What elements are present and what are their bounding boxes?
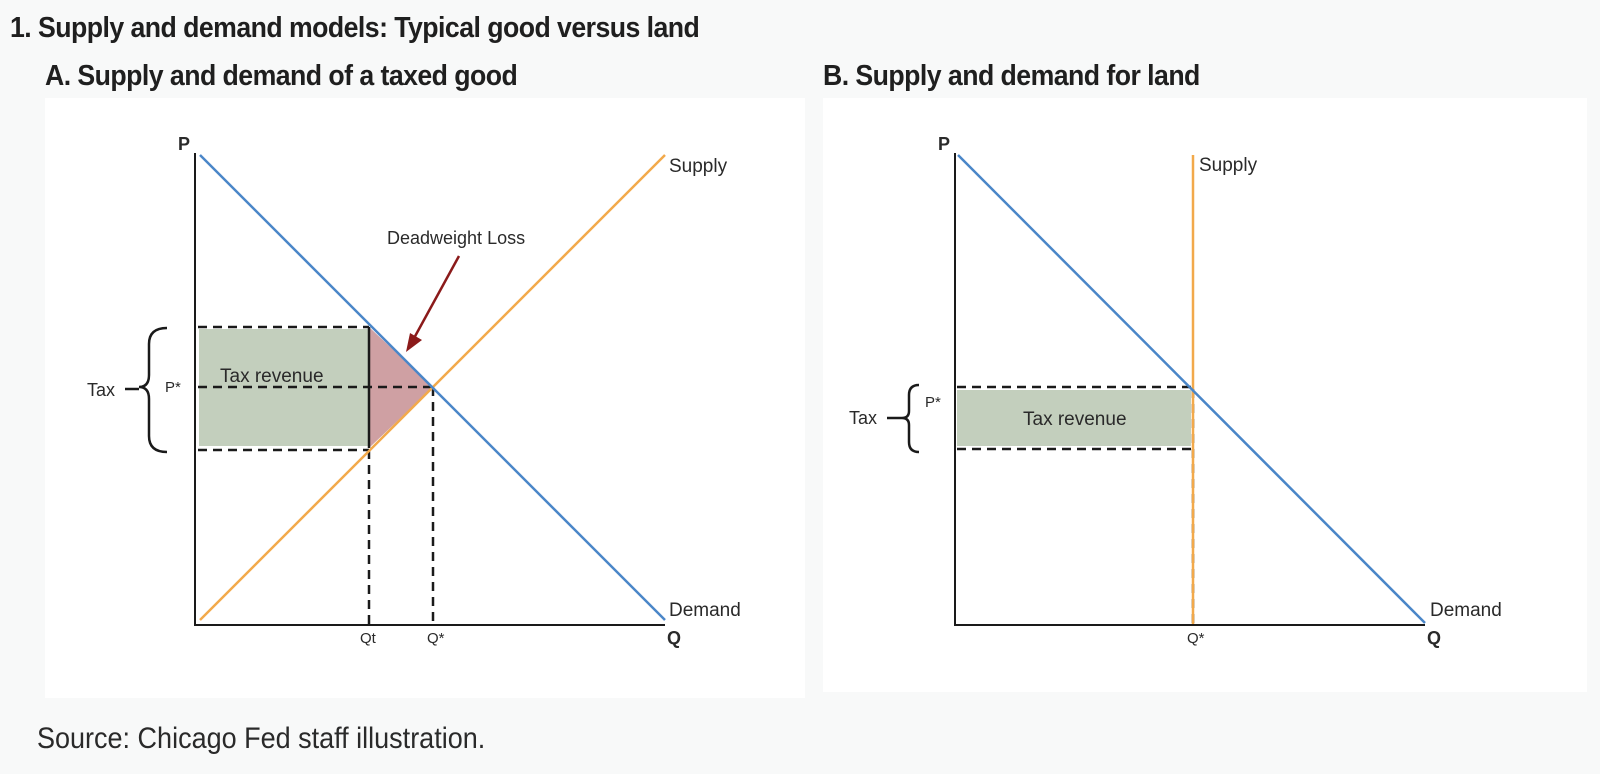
tax-label: Tax	[849, 408, 877, 428]
tax-revenue-area	[198, 329, 369, 446]
demand-label: Demand	[1430, 600, 1502, 621]
q-star-label: Q*	[427, 630, 445, 647]
demand-label: Demand	[669, 600, 741, 621]
p-star-label: P*	[165, 379, 181, 396]
tax-brace	[901, 383, 920, 454]
supply-label: Supply	[669, 156, 728, 177]
tax-brace	[138, 326, 168, 454]
p-star-label: P*	[925, 394, 941, 411]
panel-b-diagram: P Q Supply Demand Tax revenue Tax P* Q*	[823, 98, 1587, 692]
supply-label: Supply	[1199, 155, 1258, 176]
panel-b-title: B. Supply and demand for land	[823, 60, 1200, 92]
deadweight-arrow	[411, 255, 461, 341]
y-axis-label: P	[178, 134, 190, 154]
y-axis-label: P	[938, 134, 950, 154]
source-note: Source: Chicago Fed staff illustration.	[37, 722, 486, 755]
demand-curve	[957, 154, 1426, 624]
tax-revenue-label: Tax revenue	[1023, 409, 1127, 430]
tax-revenue-label: Tax revenue	[220, 366, 324, 387]
tax-revenue-area	[957, 390, 1191, 446]
panel-a-diagram: P Q Supply Demand Deadweight Loss Tax re…	[45, 98, 805, 698]
figure-title: 1. Supply and demand models: Typical goo…	[10, 12, 700, 44]
deadweight-arrowhead	[406, 333, 422, 352]
panel-b-svg: P Q Supply Demand Tax revenue Tax P* Q*	[849, 134, 1502, 648]
x-axis-label: Q	[667, 628, 681, 648]
demand-curve	[199, 154, 666, 621]
x-axis-label: Q	[1427, 628, 1441, 648]
panel-a-svg: P Q Supply Demand Deadweight Loss Tax re…	[87, 134, 741, 648]
panel-a-title: A. Supply and demand of a taxed good	[45, 60, 518, 92]
qt-label: Qt	[360, 630, 377, 647]
deadweight-loss-label: Deadweight Loss	[387, 228, 525, 248]
tax-label: Tax	[87, 380, 115, 400]
q-star-label: Q*	[1187, 630, 1205, 647]
